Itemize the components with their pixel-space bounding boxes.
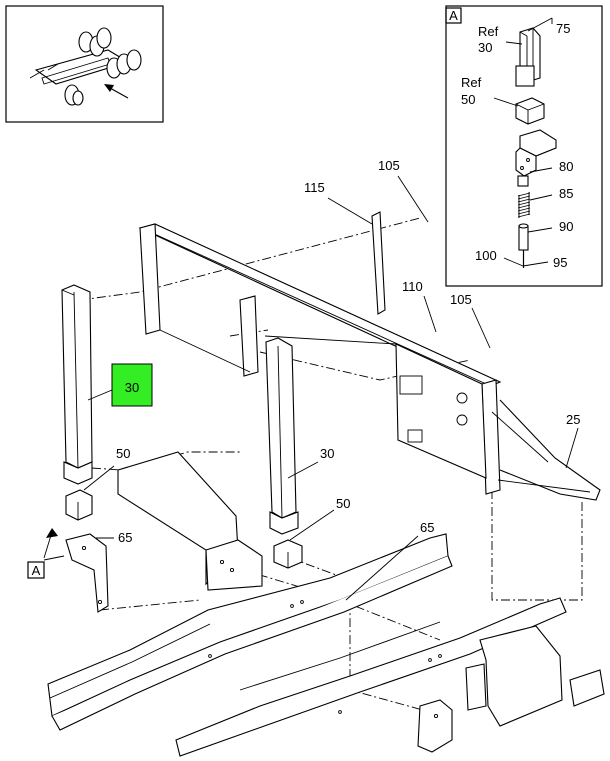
callout-90[interactable]: 90 <box>559 219 573 234</box>
left-block-part[interactable] <box>65 489 93 521</box>
highlighted-callout-30[interactable]: 30 <box>111 363 153 407</box>
svg-text:A: A <box>32 563 41 578</box>
frame-rail-right[interactable] <box>175 597 567 757</box>
callout-115[interactable]: 115 <box>304 180 325 195</box>
callout-75[interactable]: 75 <box>556 21 570 36</box>
locator-arrow-icon <box>104 84 129 99</box>
leader-lines <box>43 175 579 601</box>
detail-a-flag: A <box>449 8 458 23</box>
ref-50-caption: Ref <box>461 75 482 90</box>
view-a-flag[interactable]: A <box>27 561 45 579</box>
callout-65-left[interactable]: 65 <box>118 530 132 545</box>
callout-100[interactable]: 100 <box>475 248 497 263</box>
left-stake-part[interactable] <box>61 284 93 485</box>
frame-rail-left[interactable] <box>47 533 453 731</box>
callout-110[interactable]: 110 <box>402 279 423 294</box>
callout-50-left[interactable]: 50 <box>116 446 130 461</box>
part-115-strap[interactable] <box>371 211 386 315</box>
detail-a-inset: A <box>445 5 603 287</box>
left-bracket-part[interactable] <box>65 533 109 613</box>
detail-pin-part[interactable] <box>518 223 529 268</box>
callout-65-right[interactable]: 65 <box>420 520 434 535</box>
detail-block-part[interactable] <box>515 97 545 125</box>
callout-95[interactable]: 95 <box>553 255 567 270</box>
center-block-part[interactable] <box>273 539 303 569</box>
detail-spring-part[interactable] <box>517 192 531 218</box>
detail-stake-part[interactable] <box>515 27 541 87</box>
detail-bracket-part[interactable] <box>515 129 557 187</box>
locator-inset <box>5 5 164 123</box>
callout-50-center[interactable]: 50 <box>336 496 350 511</box>
highlighted-callout-label: 30 <box>125 380 139 395</box>
callout-105-top[interactable]: 105 <box>378 158 400 173</box>
ref-30-caption: Ref <box>478 24 499 39</box>
right-gusset-part[interactable] <box>465 625 605 727</box>
left-gusset-part[interactable] <box>117 451 263 591</box>
rear-frame-assembly[interactable] <box>138 223 601 501</box>
callout-105-right[interactable]: 105 <box>450 292 472 307</box>
callout-30-center[interactable]: 30 <box>320 446 334 461</box>
callout-80[interactable]: 80 <box>559 159 573 174</box>
center-stake-part[interactable] <box>265 337 299 535</box>
callout-25[interactable]: 25 <box>566 412 580 427</box>
callout-85[interactable]: 85 <box>559 186 573 201</box>
right-bracket-part[interactable] <box>417 699 453 753</box>
callout-ref-30[interactable]: 30 <box>478 40 492 55</box>
vehicle-chassis-thumbnail <box>29 27 142 106</box>
callout-ref-50[interactable]: 50 <box>461 92 475 107</box>
